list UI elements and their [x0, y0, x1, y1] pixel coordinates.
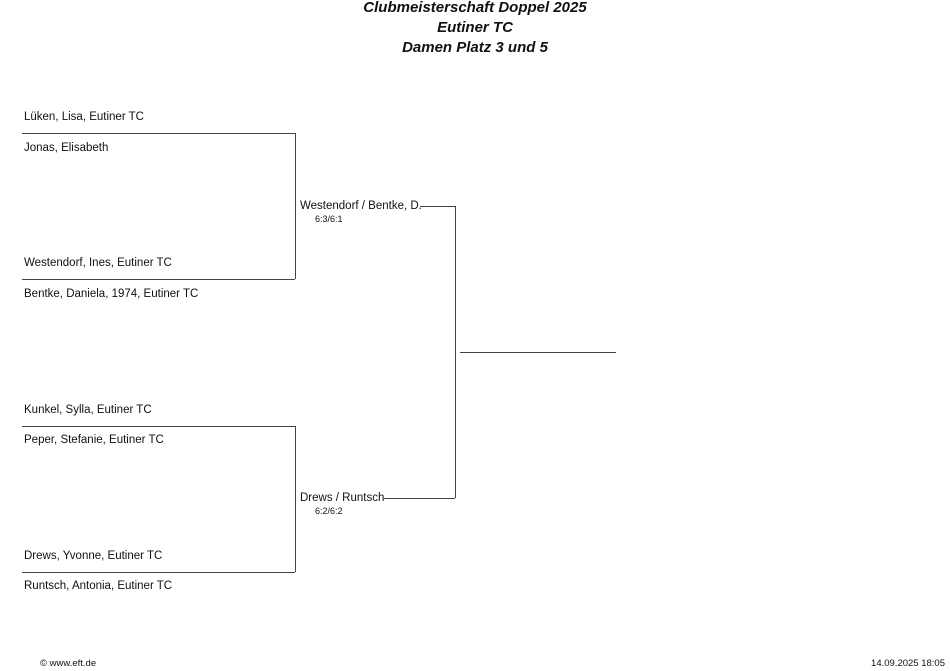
match-winner: Westendorf / Bentke, D.: [300, 200, 422, 212]
category-title: Damen Platz 3 und 5: [402, 39, 548, 56]
player-name: Runtsch, Antonia, Eutiner TC: [24, 580, 173, 592]
bracket-line: [22, 572, 295, 573]
copyright-text: © www.eft.de: [40, 658, 97, 669]
page-title: Clubmeisterschaft Doppel 2025: [363, 0, 587, 16]
bracket-line: [22, 279, 295, 280]
club-name: Eutiner TC: [437, 19, 513, 36]
bracket-line: [384, 498, 455, 499]
match-score: 6:3/6:1: [315, 214, 343, 224]
bracket-line: [22, 133, 295, 134]
player-name: Bentke, Daniela, 1974, Eutiner TC: [24, 288, 199, 300]
final-line: [460, 352, 616, 353]
bracket-connector: [295, 133, 296, 279]
player-name: Peper, Stefanie, Eutiner TC: [24, 434, 164, 446]
bracket-connector: [295, 426, 296, 572]
player-name: Westendorf, Ines, Eutiner TC: [24, 257, 172, 269]
player-name: Drews, Yvonne, Eutiner TC: [24, 550, 163, 562]
player-name: Lüken, Lisa, Eutiner TC: [24, 111, 144, 123]
match-score: 6:2/6:2: [315, 506, 343, 516]
match-winner: Drews / Runtsch: [300, 492, 385, 504]
timestamp: 14.09.2025 18:05: [871, 658, 945, 669]
bracket-connector: [455, 206, 456, 498]
bracket-line: [420, 206, 455, 207]
player-name: Jonas, Elisabeth: [24, 142, 109, 154]
player-name: Kunkel, Sylla, Eutiner TC: [24, 404, 152, 416]
bracket-line: [22, 426, 295, 427]
